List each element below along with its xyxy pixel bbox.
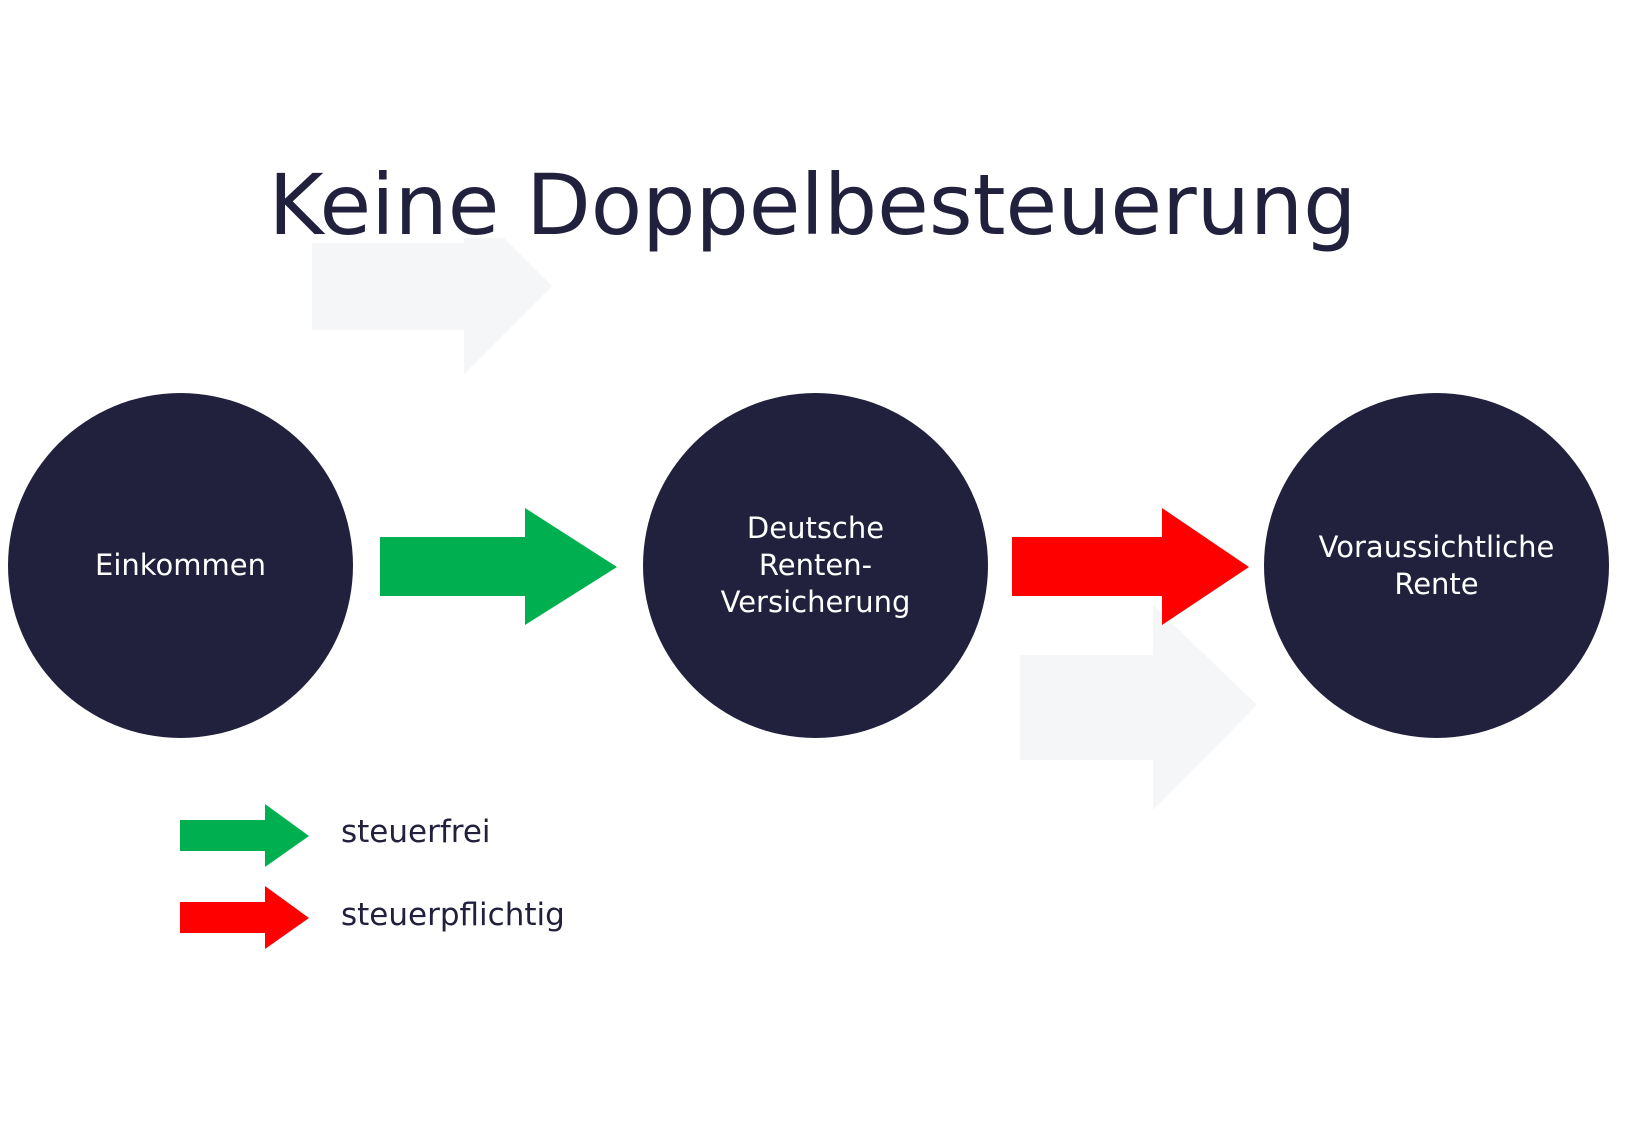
node-label: Deutsche Renten- Versicherung: [720, 511, 911, 619]
arrow-steuerfrei-einkommen-to-drv: [380, 508, 617, 625]
legend-arrow-steuerpflichtig: [180, 886, 309, 949]
legend-arrow-steuerfrei: [180, 804, 309, 867]
node-label: Einkommen: [95, 548, 266, 582]
node-voraussichtliche-rente: Voraussichtliche Rente: [1264, 393, 1609, 738]
node-einkommen: Einkommen: [8, 393, 353, 738]
diagram-title: Keine Doppelbesteuerung: [268, 156, 1357, 254]
legend-label-steuerfrei: steuerfrei: [341, 814, 491, 850]
node-deutsche-rentenversicherung: Deutsche Renten- Versicherung: [643, 393, 988, 738]
legend-label-steuerpflichtig: steuerpflichtig: [341, 897, 565, 933]
arrow-steuerpflichtig-drv-to-rente: [1012, 508, 1249, 625]
decorative-arrow-top: [312, 238, 552, 374]
decorative-arrow-bottom: [1020, 605, 1257, 810]
node-label: Voraussichtliche Rente: [1318, 529, 1555, 601]
